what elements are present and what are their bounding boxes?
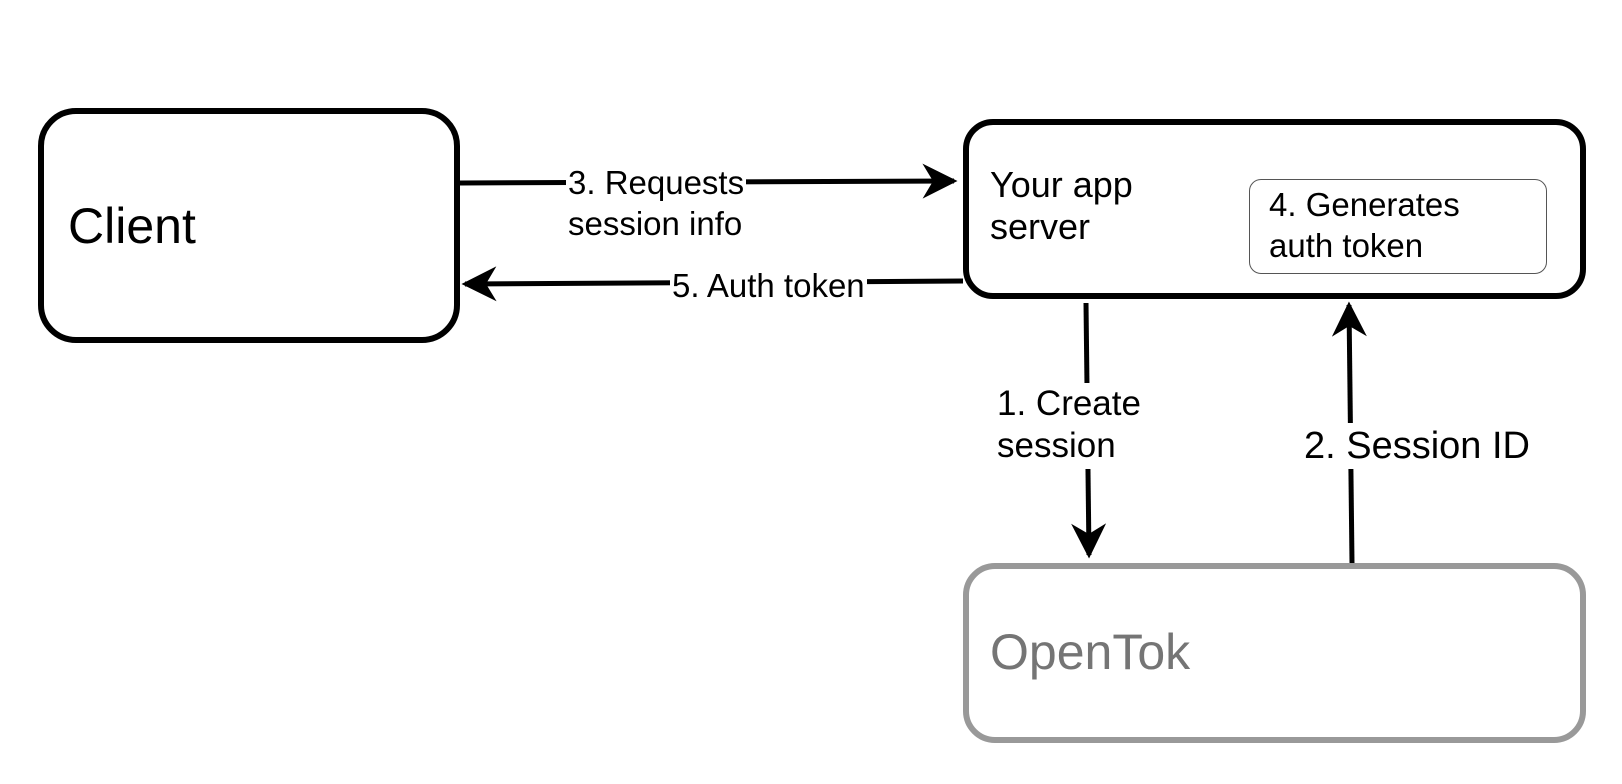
app-server-label: Your app server — [990, 164, 1133, 248]
opentok-node — [963, 563, 1586, 743]
session-id-label: 2. Session ID — [1302, 423, 1532, 470]
client-node — [38, 108, 460, 343]
create-session-label: 1. Create session — [995, 383, 1143, 469]
generate-token-label: 4. Generates auth token — [1269, 186, 1460, 264]
opentok-label: OpenTok — [990, 624, 1191, 680]
auth-token-label: 5. Auth token — [670, 266, 867, 307]
generate-token-step — [1249, 179, 1547, 274]
requests-session-info-label: 3. Requests session info — [566, 162, 747, 245]
client-label: Client — [68, 198, 196, 254]
